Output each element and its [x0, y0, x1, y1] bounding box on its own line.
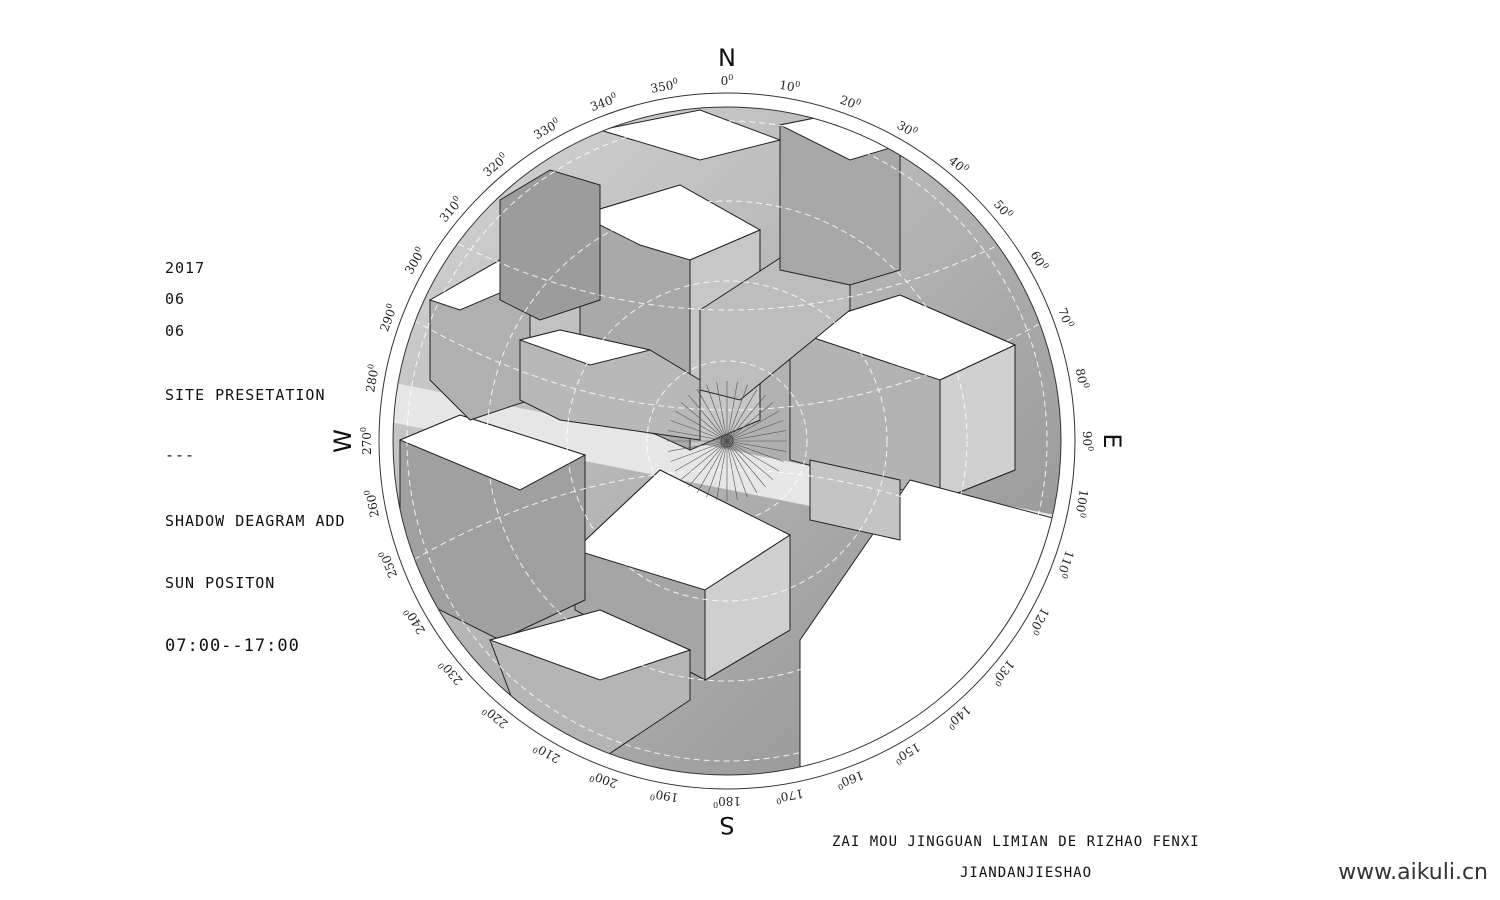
site-model — [393, 107, 1061, 775]
degree-label: 3400 — [588, 90, 619, 114]
sun-ray — [667, 440, 728, 452]
footer-subtitle: JIANDANJIESHAO — [960, 865, 1093, 881]
sun-ray — [670, 440, 728, 462]
degree-label: 1200 — [1026, 605, 1053, 637]
date-month: 06 — [165, 290, 186, 308]
sun-ray — [726, 440, 774, 480]
degree-label: 200 — [838, 92, 862, 113]
site-disk-border — [392, 106, 1062, 776]
degree-label: 2200 — [480, 702, 511, 731]
degree-label: 3200 — [480, 150, 511, 179]
sun-ray — [726, 388, 758, 442]
degree-label: 2400 — [401, 605, 428, 637]
sun-ray — [726, 402, 774, 442]
sun-position-label: SUN POSITON — [165, 574, 276, 592]
site-title: SITE PRESETATION — [165, 386, 326, 404]
degree-label: 3000 — [401, 245, 428, 277]
sun-ray — [716, 381, 728, 442]
degree-label: 2800 — [362, 363, 382, 393]
sun-ray — [726, 381, 738, 442]
sun-ray — [726, 410, 780, 442]
sun-ray — [688, 440, 728, 488]
shadow-diagram-label: SHADOW DEAGRAM ADD — [165, 512, 346, 530]
sun-ray — [674, 440, 728, 472]
degree-label: 800 — [1073, 367, 1091, 390]
sun-ray — [726, 440, 758, 494]
date-day: 06 — [165, 322, 186, 340]
south-label: S — [719, 811, 734, 839]
degree-label: 100 — [778, 77, 801, 95]
degree-label: 1900 — [649, 786, 679, 806]
sun-ray — [706, 440, 728, 498]
degree-label: 2000 — [588, 768, 619, 792]
degree-label: 1100 — [1054, 549, 1078, 580]
degree-label: 2100 — [531, 740, 563, 767]
sun-ray — [726, 420, 784, 442]
sun-ray — [726, 440, 748, 498]
sun-ray — [674, 410, 728, 442]
degree-label: 600 — [1028, 248, 1051, 273]
sun-ray — [726, 394, 766, 442]
degree-label: 3300 — [531, 115, 563, 142]
sun-ray — [726, 384, 748, 442]
degree-label: 3500 — [649, 76, 679, 96]
degree-label: 300 — [895, 117, 920, 140]
sun-ray — [680, 440, 728, 480]
sun-ray — [726, 430, 787, 442]
sun-ray — [688, 394, 728, 442]
degree-label: 3100 — [436, 194, 465, 225]
time-range: 07:00--17:00 — [165, 636, 300, 656]
west-label: W — [329, 429, 357, 453]
compass-ring — [378, 92, 1076, 790]
sun-ray — [726, 440, 780, 472]
sun-center-marker — [720, 434, 734, 448]
degree-label: 00 — [721, 73, 734, 88]
sun-ray — [726, 440, 787, 452]
degree-label: 1000 — [1072, 488, 1092, 518]
sun-ray — [667, 430, 728, 442]
degree-label: 900 — [1080, 431, 1095, 451]
degree-label: 2900 — [376, 302, 400, 333]
watermark: www.aikuli.cn — [1338, 860, 1488, 885]
degree-label: 1600 — [835, 768, 866, 792]
sun-rays — [667, 381, 787, 501]
degree-label: 2700 — [359, 427, 374, 455]
sun-ray — [696, 388, 728, 442]
degree-label: 2500 — [376, 549, 400, 580]
sun-ray — [680, 402, 728, 442]
degree-label: 1700 — [774, 786, 804, 806]
sun-ray — [696, 440, 728, 494]
degree-label: 2600 — [362, 488, 382, 518]
footer-title: ZAI MOU JINGGUAN LIMIAN DE RIZHAO FENXI — [832, 834, 1200, 850]
date-year: 2017 — [165, 259, 206, 277]
sun-ray — [706, 384, 728, 442]
sun-ray — [726, 440, 766, 488]
north-label: N — [718, 44, 736, 72]
degree-label: 1400 — [943, 702, 974, 731]
degree-label: 1500 — [891, 740, 923, 767]
sun-ray — [726, 440, 738, 501]
degree-label: 2300 — [436, 657, 465, 688]
sun-ray — [726, 440, 784, 462]
separator-dashes: --- — [165, 446, 196, 464]
sun-ray — [670, 420, 728, 442]
buildings — [398, 109, 1061, 775]
east-label: E — [1098, 433, 1126, 448]
degree-label: 1800 — [713, 794, 741, 809]
sun-path-grid — [393, 120, 1061, 762]
sun-ray — [716, 440, 728, 501]
degree-label: 1300 — [988, 657, 1017, 688]
degree-label: 700 — [1055, 306, 1076, 330]
